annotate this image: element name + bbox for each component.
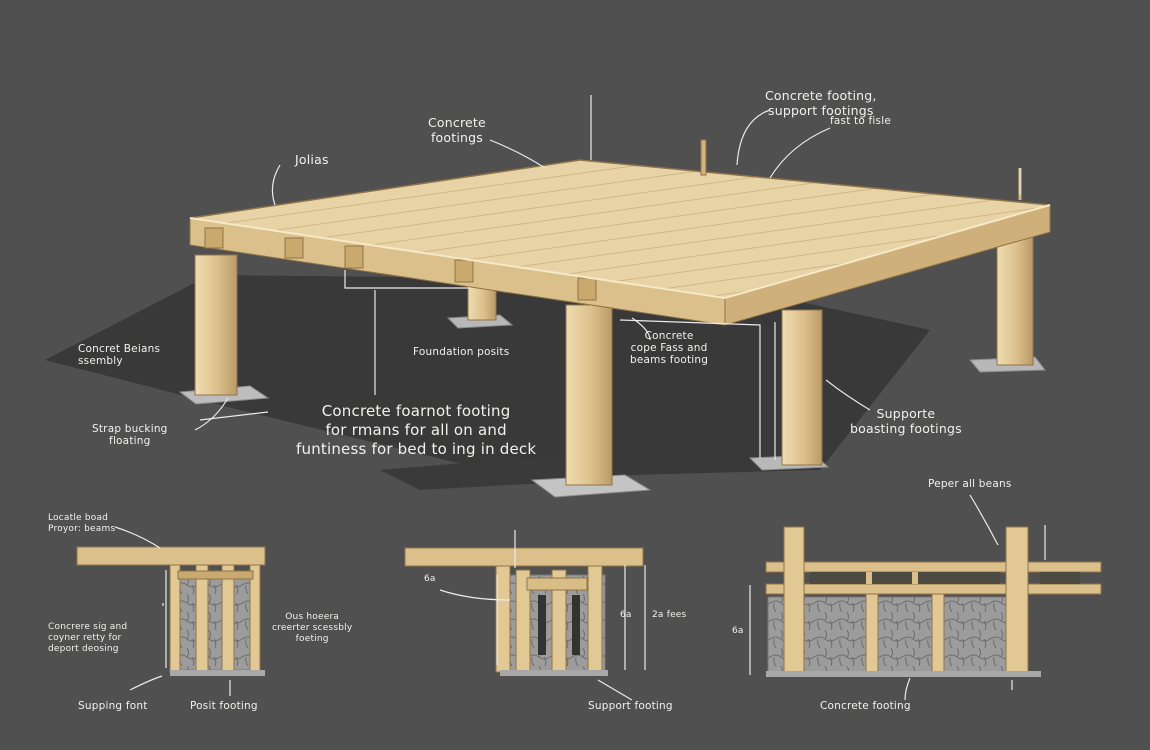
label-concrete-beams-assembly: Concret Beians ssembly	[78, 343, 161, 367]
label-strap-bucking-floating: Strap bucking floating	[92, 423, 168, 447]
label-dim-2a-feet: 2a fees	[652, 610, 687, 620]
label-locate-board: Locatle boad Proyor: beams	[48, 513, 116, 534]
label-concrete-footing-support-sub: fast to fisle	[830, 115, 891, 127]
label-concrete-footings-top: Concrete footings	[428, 115, 486, 145]
detail-right	[749, 494, 1102, 701]
label-concrete-cope-beams: Concrete cope Fass and beams footing	[630, 330, 709, 366]
label-concrete-footing-support: Concrete footing, support footings	[765, 88, 877, 118]
label-supporte-footings: Supporte boasting footings	[850, 406, 962, 436]
deck-frame	[189, 139, 1051, 326]
label-proper-all-beans: Peper all beans	[928, 478, 1012, 490]
label-support-footing: Support footing	[588, 700, 673, 712]
detail-middle	[404, 530, 646, 701]
label-concrete-sig: Concrere sig and coyner retty for deport…	[48, 622, 128, 654]
label-concrete-footing-bottom: Concrete footing	[820, 700, 911, 712]
label-dim-6a-right: 6a	[732, 626, 744, 636]
label-supping-font: Supping font	[78, 700, 148, 712]
label-joists: Jolias	[295, 152, 329, 167]
deck-posts	[194, 229, 1034, 486]
label-post-footing: Posit footing	[190, 700, 258, 712]
label-ous-hoeera: Ous hoeera creerter scessbly foeting	[272, 612, 353, 644]
label-foundation-posts: Foundation posits	[413, 346, 510, 358]
label-dim-6a: 6a	[424, 574, 436, 584]
detail-left	[76, 526, 266, 696]
main-leader-lines	[194, 95, 1021, 460]
label-dim-6b: 6a	[620, 610, 632, 620]
label-concrete-feature-footing: Concrete foarnot footing for rmans for a…	[296, 402, 537, 458]
